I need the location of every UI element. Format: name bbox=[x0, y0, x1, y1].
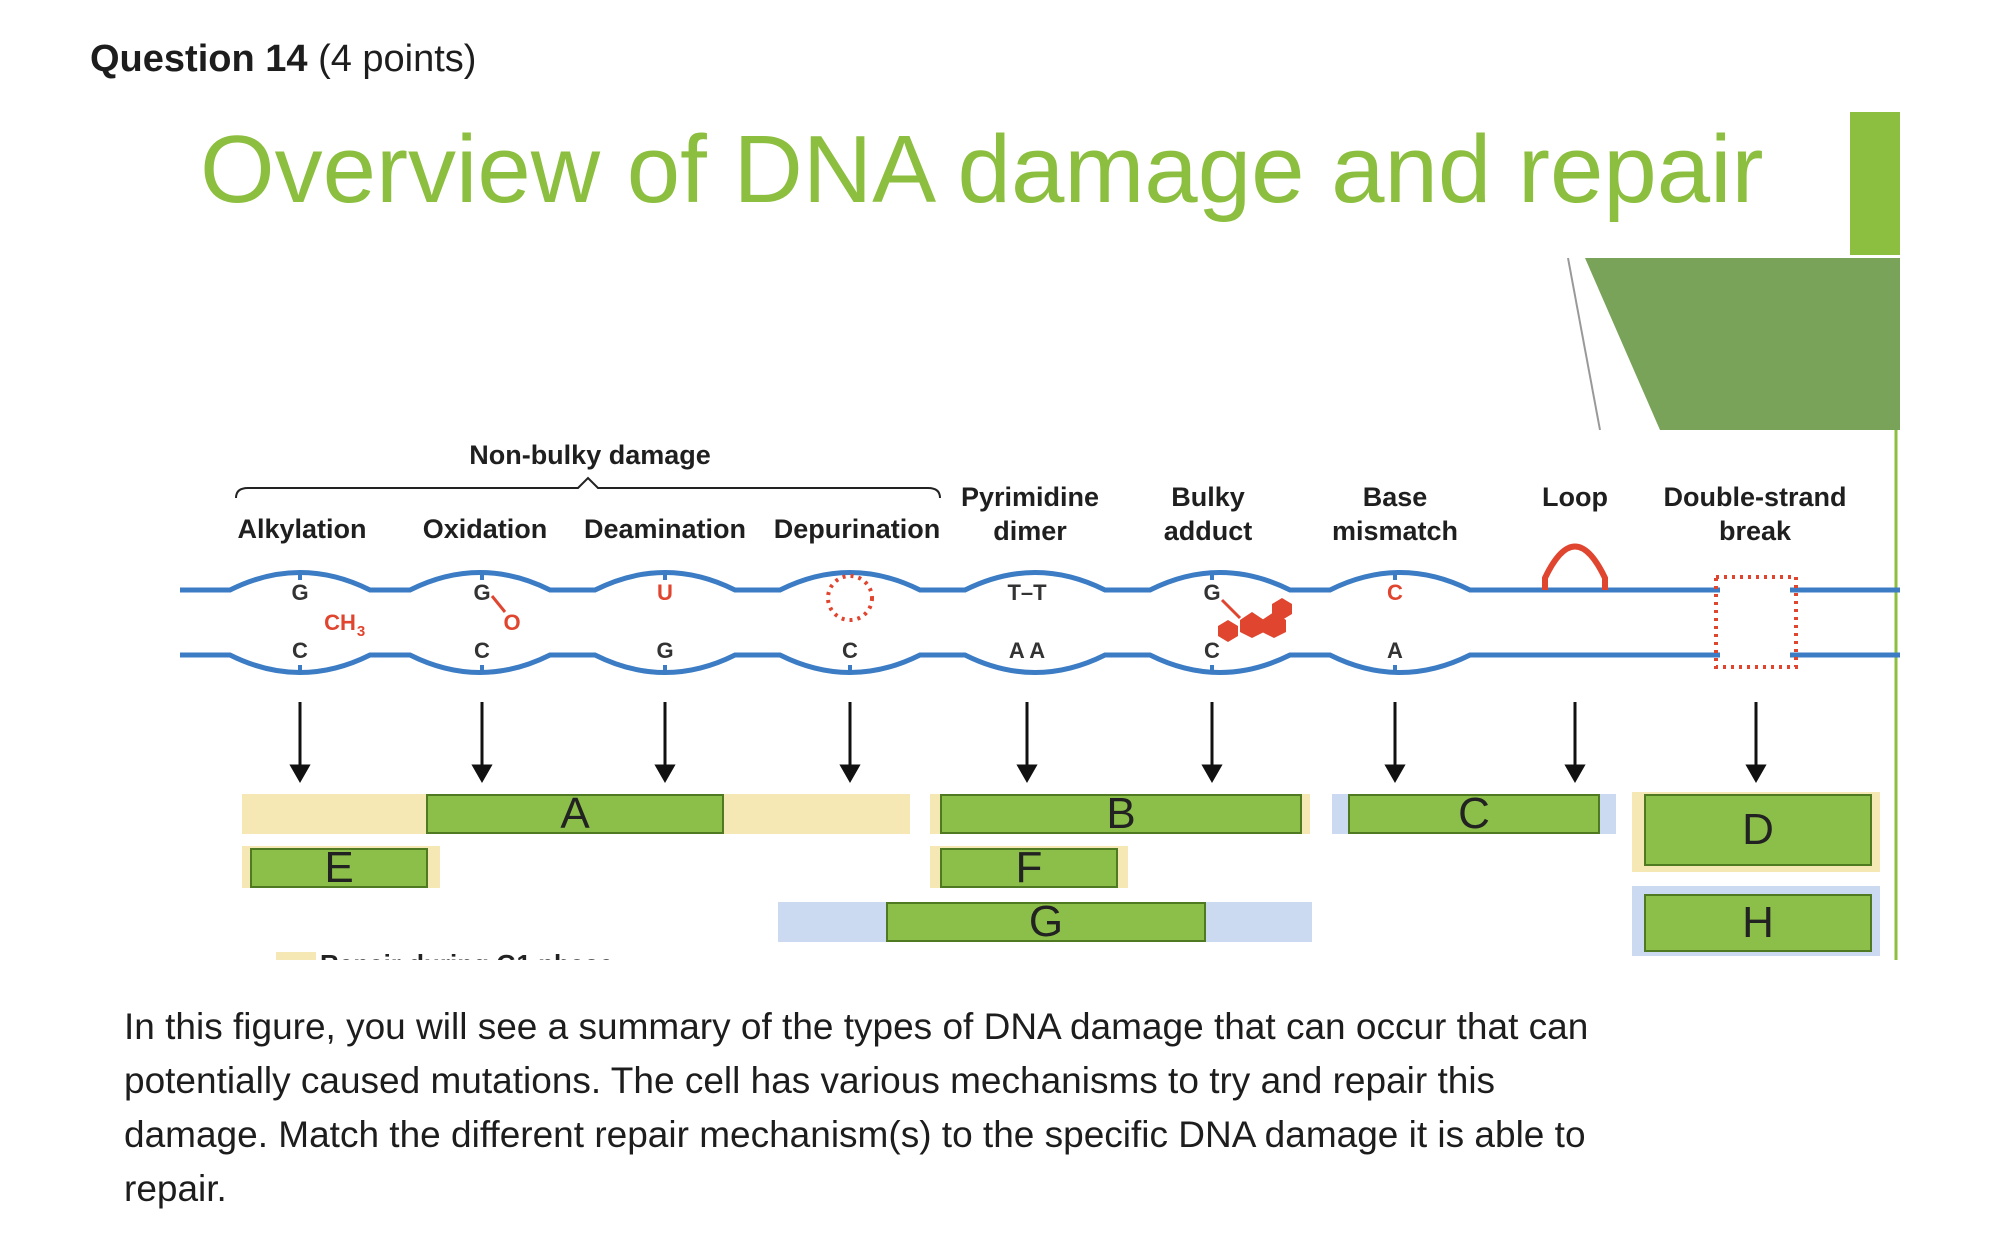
slide-decoration bbox=[1567, 112, 1900, 960]
label-deamination: Deamination bbox=[583, 514, 747, 544]
svg-text:G: G bbox=[473, 580, 490, 605]
question-header: Question 14 (4 points) bbox=[90, 38, 476, 81]
question-text: In this figure, you will see a summary o… bbox=[124, 1006, 1589, 1209]
figure-title: Overview of DNA damage and repair bbox=[200, 116, 1764, 223]
svg-text:3: 3 bbox=[357, 623, 365, 640]
svg-text:G: G bbox=[291, 580, 308, 605]
svg-text:A A: A A bbox=[1009, 638, 1045, 663]
label-alkylation: Alkylation bbox=[237, 514, 367, 544]
mechanism-box-h: H bbox=[1644, 894, 1872, 952]
svg-text:T–T: T–T bbox=[1007, 580, 1047, 605]
svg-text:C: C bbox=[842, 638, 858, 663]
mechanism-box-a: A bbox=[426, 789, 724, 838]
svg-text:G: G bbox=[1203, 580, 1220, 605]
label-oxidation: Oxidation bbox=[422, 514, 548, 544]
svg-text:A: A bbox=[1387, 638, 1403, 663]
svg-text:C: C bbox=[1387, 580, 1403, 605]
mechanism-box-f: F bbox=[940, 843, 1118, 892]
svg-text:C: C bbox=[1204, 638, 1220, 663]
mechanism-box-b: B bbox=[940, 789, 1302, 838]
svg-text:C: C bbox=[292, 638, 308, 663]
label-depurination: Depurination bbox=[773, 514, 941, 544]
question-points: (4 points) bbox=[318, 38, 477, 80]
label-double-strand-break: Double-strand break bbox=[1663, 482, 1847, 546]
label-bulky-adduct: Bulky adduct bbox=[1163, 482, 1253, 546]
figure-crop-edge bbox=[230, 960, 1910, 980]
svg-text:CH: CH bbox=[324, 610, 356, 635]
label-loop: Loop bbox=[1542, 482, 1608, 512]
dna-repair-figure: Overview of DNA damage and repair Non-bu… bbox=[180, 112, 1910, 980]
svg-text:C: C bbox=[474, 638, 490, 663]
svg-text:G: G bbox=[656, 638, 673, 663]
mechanism-box-d: D bbox=[1644, 794, 1872, 866]
svg-text:O: O bbox=[503, 610, 520, 635]
question-title: Question 14 bbox=[90, 38, 308, 80]
mechanism-box-g: G bbox=[886, 897, 1206, 946]
svg-text:U: U bbox=[657, 580, 673, 605]
label-pyrimidine-dimer: Pyrimidine dimer bbox=[960, 482, 1100, 546]
legend-swatch bbox=[276, 952, 316, 962]
legend-label-cropped: Repair during G1 phase bbox=[320, 944, 613, 960]
mechanism-box-c: C bbox=[1348, 789, 1600, 838]
non-bulky-label: Non-bulky damage bbox=[469, 440, 711, 470]
non-bulky-bracket bbox=[235, 476, 941, 499]
mechanism-box-e: E bbox=[250, 843, 428, 892]
label-base-mismatch: Base mismatch bbox=[1331, 482, 1459, 546]
